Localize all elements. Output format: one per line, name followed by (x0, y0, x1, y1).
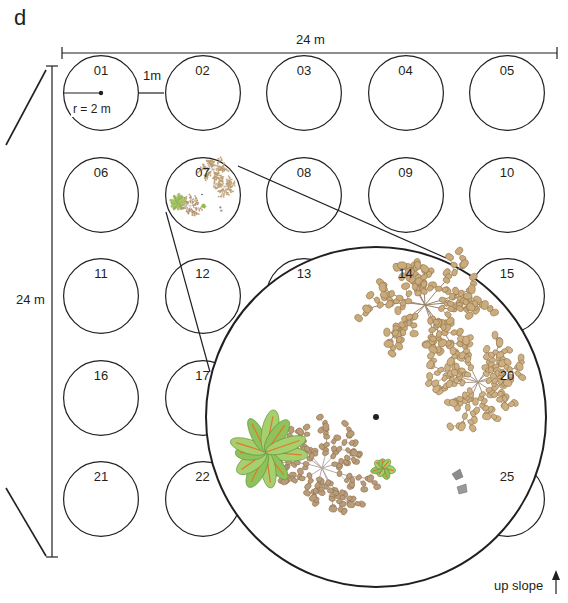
dimension-label: 24 m (14, 293, 47, 308)
plot-circle: 12 (165, 258, 241, 334)
radius-label: r = 2 m (71, 103, 113, 117)
panel-letter: d (12, 5, 28, 30)
plot-circle: 07 (165, 157, 241, 233)
plot-circle: 08 (266, 157, 342, 233)
plot-number: 22 (165, 469, 241, 484)
plot-number: 25 (469, 469, 545, 484)
plot-number: 05 (469, 63, 545, 78)
plot-circle: 20 (469, 360, 545, 436)
plot-circle: 13 (266, 258, 342, 334)
plot-circle: 16 (63, 360, 139, 436)
plot-number: 08 (266, 165, 342, 180)
plot-number: 01 (63, 63, 139, 78)
plot-circle: 02 (165, 55, 241, 131)
plot-number: 09 (368, 165, 444, 180)
plot-number: 21 (63, 469, 139, 484)
plot-circle: 15 (469, 258, 545, 334)
dimension-label: 24 m (294, 33, 327, 48)
plot-number: 11 (63, 266, 139, 281)
plot-circle: 11 (63, 258, 139, 334)
plot-number: 04 (368, 63, 444, 78)
spacing-label: 1m (141, 69, 163, 84)
plot-number: 03 (266, 63, 342, 78)
plot-circle: 01 (63, 55, 139, 131)
plot-circle: 03 (266, 55, 342, 131)
plot-circle: 21 (63, 461, 139, 537)
plot-number: 20 (469, 368, 545, 383)
plot-number: 16 (63, 368, 139, 383)
plot-number: 17 (165, 368, 241, 383)
plot-number: 02 (165, 63, 241, 78)
plot-circle: 14 (368, 258, 444, 334)
plot-number: 10 (469, 165, 545, 180)
plot-circle: 17 (165, 360, 241, 436)
plot-number: 06 (63, 165, 139, 180)
plot-number: 13 (266, 266, 342, 281)
plot-number: 15 (469, 266, 545, 281)
plot-number: 12 (165, 266, 241, 281)
plot-circle: 10 (469, 157, 545, 233)
plot-number: 14 (368, 266, 444, 281)
plot-number: 07 (165, 165, 241, 180)
plot-circle: 09 (368, 157, 444, 233)
plot-circle: 22 (165, 461, 241, 537)
plot-circle: 25 (469, 461, 545, 537)
plot-circle: 04 (368, 55, 444, 131)
slope-label: up slope (492, 579, 545, 594)
plot-circle: 06 (63, 157, 139, 233)
plot-circle: 05 (469, 55, 545, 131)
